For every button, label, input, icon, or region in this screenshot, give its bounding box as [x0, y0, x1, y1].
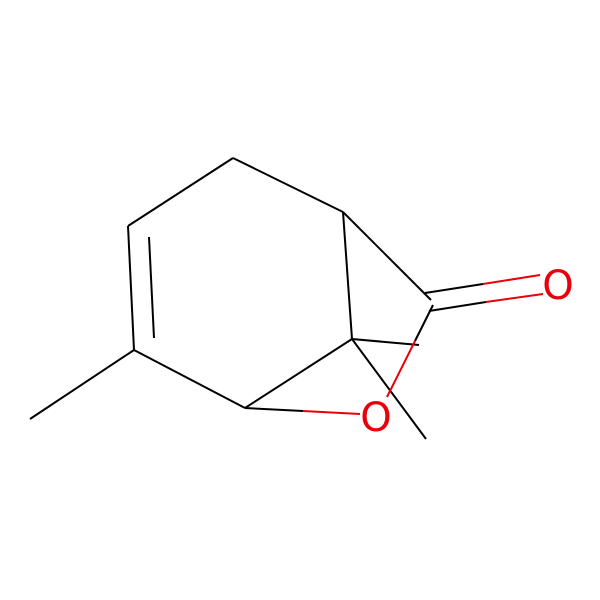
bond-c3-c6	[342, 211, 353, 340]
bond-c6-methyl-b	[351, 338, 420, 346]
bond-c1-c3	[232, 157, 344, 213]
bond-co-1-red	[482, 274, 541, 285]
bond-co-1-black	[424, 283, 484, 294]
bond-co-2-black	[428, 301, 487, 312]
bond-c2-c4-double-outer	[127, 225, 135, 351]
bond-c5-o-red	[302, 410, 361, 415]
bond-c6-methyl-a	[351, 338, 427, 440]
bond-c7-o-red	[386, 340, 416, 398]
bond-c5-c6	[244, 338, 353, 409]
bond-c1-c2	[127, 157, 234, 227]
bond-c4-c5	[133, 349, 246, 409]
oxygen-bridge-label: O	[360, 395, 391, 441]
bond-co-2-red	[485, 293, 544, 303]
bond-c7-o-black	[414, 304, 434, 342]
bond-c2-c4-double-inner	[148, 236, 155, 339]
bond-c4-methyl	[29, 349, 135, 420]
bond-c3-c7	[342, 211, 432, 301]
bond-c5-o-black	[244, 407, 304, 412]
oxygen-carbonyl-label: O	[542, 263, 573, 309]
